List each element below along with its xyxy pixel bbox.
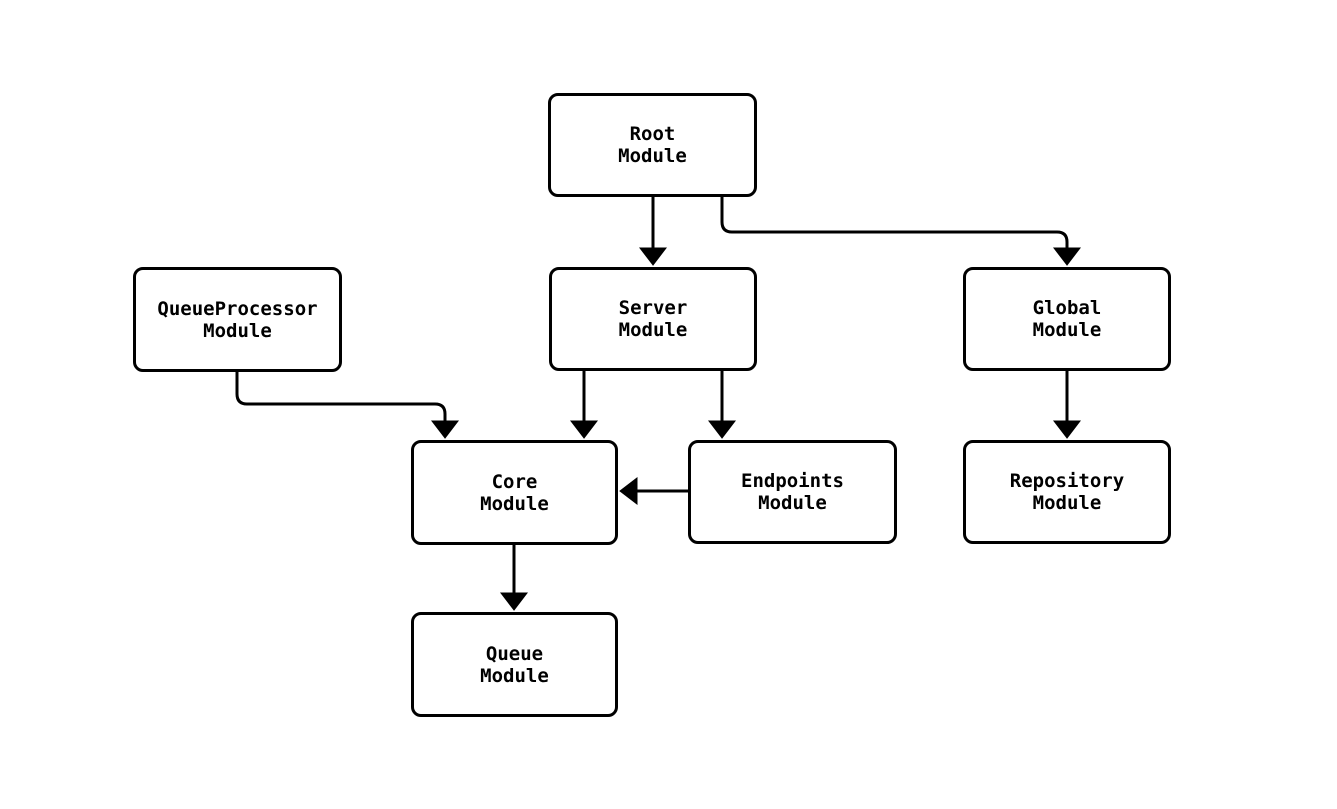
node-label: Queue Module <box>480 642 549 687</box>
arrowhead <box>569 420 599 439</box>
edge-root-to-global <box>720 197 1082 266</box>
arrowhead <box>619 476 638 506</box>
node-root-module: Root Module <box>548 93 757 197</box>
node-label: Server Module <box>618 297 688 341</box>
node-repository-module: Repository Module <box>963 440 1171 544</box>
edge-root-to-server <box>638 197 668 266</box>
node-server-module: Server Module <box>549 267 757 371</box>
arrowhead <box>638 247 668 266</box>
node-endpoints-module: Endpoints Module <box>688 440 897 544</box>
arrowhead <box>707 420 737 439</box>
node-global-module: Global Module <box>963 267 1171 371</box>
node-label: Repository Module <box>1009 470 1125 514</box>
node-label: Endpoints Module <box>741 470 844 514</box>
node-core-module: Core Module <box>411 440 618 545</box>
node-label: QueueProcessor Module <box>157 297 318 342</box>
arrowhead <box>1052 420 1082 439</box>
node-label: Core Module <box>480 470 549 515</box>
edge-endpoints-to-core <box>619 476 688 506</box>
edge-core-to-queue <box>499 545 529 611</box>
arrowhead <box>499 592 529 611</box>
node-queue-module: Queue Module <box>411 612 618 717</box>
node-queueprocessor-module: QueueProcessor Module <box>133 267 342 372</box>
node-label: Root Module <box>618 123 687 167</box>
arrowhead <box>430 420 460 439</box>
edge-queueprocessor-to-core <box>235 371 460 439</box>
edge-server-to-endpoints <box>707 371 737 439</box>
edge-server-to-core <box>569 371 599 439</box>
arrowhead <box>1052 247 1082 266</box>
node-label: Global Module <box>1032 297 1102 341</box>
edge-global-to-repository <box>1052 371 1082 439</box>
